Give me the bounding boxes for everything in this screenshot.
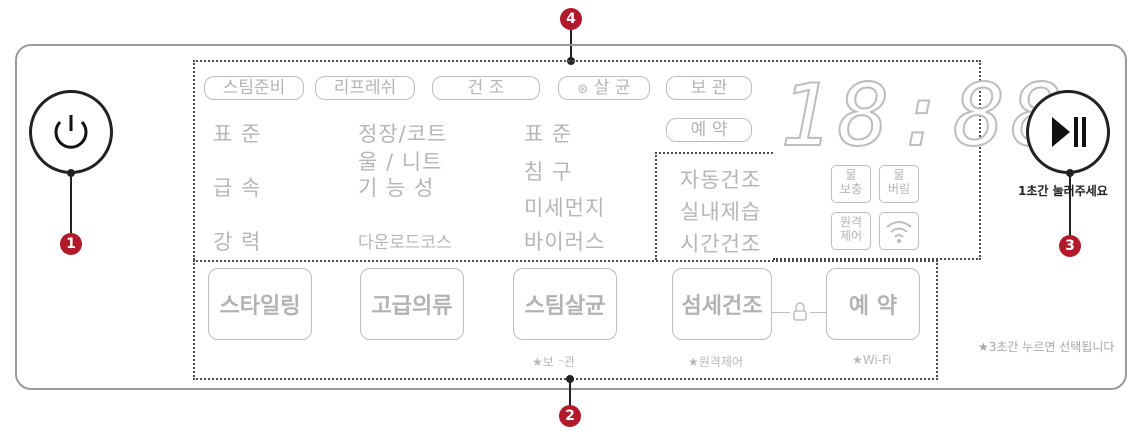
col4-timedry: 시간건조 (680, 232, 762, 256)
delicate-dry-button[interactable]: 섬세건조 (672, 268, 772, 340)
wifi-indicator (879, 212, 919, 250)
display-region (193, 60, 981, 260)
chip-reserve: 예 약 (666, 118, 752, 142)
col3-finedust: 미세먼지 (524, 196, 606, 220)
callout-3-dot (1066, 169, 1074, 177)
chip-steam-prep: 스팀준비 (204, 76, 304, 100)
steam-sterilize-sublabel: ★보 ⁻관 (532, 355, 575, 369)
reserve-button[interactable]: 예 약 (826, 268, 920, 340)
col2-functional: 기 능 성 (358, 176, 435, 200)
delicate-dry-sublabel: ★원격제어 (688, 355, 743, 369)
reserve-sublabel: ★Wi-Fi (852, 353, 892, 367)
chip-sterilize-label: 살 균 (593, 78, 631, 98)
sterilize-icon: ⊛ (577, 82, 589, 97)
remote-indicator: 원격 제어 (831, 212, 871, 250)
display-region-bottom (773, 258, 981, 260)
col3-bedding: 침 구 (524, 160, 573, 184)
button-region (193, 260, 938, 380)
lock-icon (790, 301, 810, 327)
col3-virus: 바이러스 (524, 230, 606, 254)
steam-sterilize-button[interactable]: 스팀살균 (513, 268, 617, 340)
callout-1: 1 (60, 233, 82, 255)
play-pause-button[interactable] (1026, 90, 1110, 174)
wifi-icon (886, 221, 912, 243)
lock-connector-left (772, 312, 790, 313)
control-panel (15, 44, 1127, 390)
play-pause-hint: 1초간 눌러주세요 (1018, 184, 1108, 198)
power-button[interactable] (29, 90, 113, 174)
chip-refresh: 리프레쉬 (315, 76, 415, 100)
lock-connector-right (810, 312, 826, 313)
styling-button[interactable]: 스타일링 (208, 268, 312, 340)
callout-4: 4 (560, 8, 582, 30)
callout-1-dot (67, 169, 75, 177)
display-region-notch (655, 152, 773, 260)
chip-sterilize: ⊛ 살 균 (558, 76, 650, 100)
callout-3-leader (1069, 175, 1071, 237)
long-press-note: ★3초간 누르면 선택됩니다 (978, 340, 1115, 354)
chip-dry: 건 조 (432, 76, 540, 100)
power-icon (54, 115, 88, 149)
callout-2-leader (569, 381, 571, 407)
col1-rapid: 급 속 (213, 176, 262, 200)
callout-1-leader (70, 175, 72, 235)
play-pause-icon (1052, 117, 1086, 147)
col4-dehumid: 실내제습 (680, 200, 762, 224)
chip-keep: 보 관 (666, 76, 752, 100)
col2-wool: 울 / 니트 (358, 150, 443, 174)
col1-strong: 강 력 (213, 230, 262, 254)
col3-standard: 표 준 (524, 122, 573, 146)
water-drain-indicator: 물 버림 (879, 165, 919, 203)
col2-suit: 정장/코트 (358, 122, 448, 146)
col2-download: 다운로드코스 (358, 233, 452, 253)
time-display: 18:88 (779, 65, 1069, 167)
col4-autodry: 자동건조 (680, 168, 762, 192)
col1-standard: 표 준 (213, 122, 262, 146)
callout-3: 3 (1059, 235, 1081, 257)
water-supply-indicator: 물 보충 (831, 165, 871, 203)
callout-2: 2 (559, 405, 581, 427)
premium-button[interactable]: 고급의류 (360, 268, 464, 340)
callout-2-dot (566, 375, 574, 383)
